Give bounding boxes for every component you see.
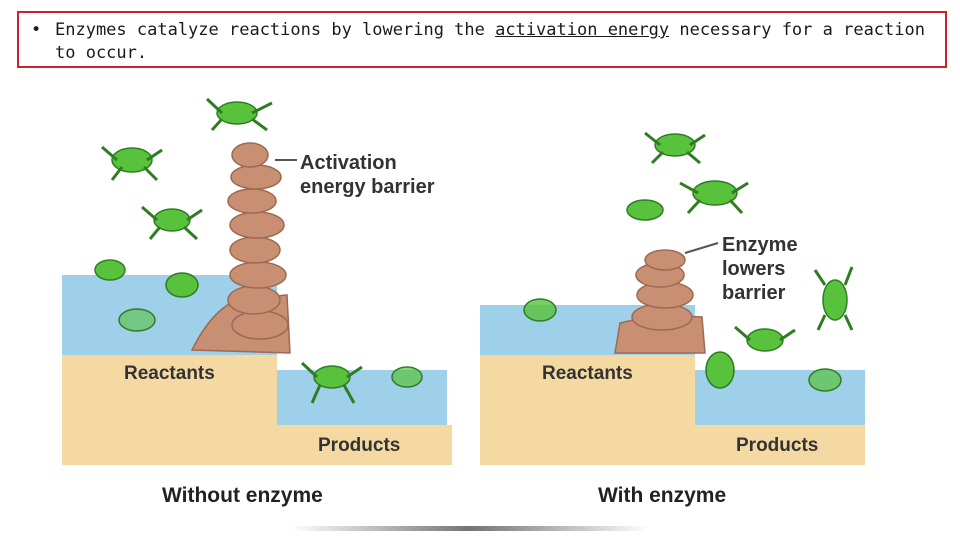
bullet-text-start: Enzymes catalyze reactions by lowering t… xyxy=(55,20,496,40)
enzyme-label-line1: Enzyme xyxy=(722,234,798,256)
activation-label-line1: Activation xyxy=(300,152,397,174)
with-enzyme-panel: Enzyme lowers barrier Reactants Products xyxy=(480,85,870,465)
definition-box: • Enzymes catalyze reactions by lowering… xyxy=(17,11,947,68)
bullet-text: Enzymes catalyze reactions by lowering t… xyxy=(55,19,935,65)
frog-icon xyxy=(523,133,848,392)
bullet-item: • Enzymes catalyze reactions by lowering… xyxy=(31,19,935,65)
reactants-label: Reactants xyxy=(542,363,633,384)
activation-label-line2: energy barrier xyxy=(300,176,435,198)
enzyme-label-line3: barrier xyxy=(722,282,786,304)
enzyme-pointer-line xyxy=(684,242,719,254)
enzyme-label-line2: lowers xyxy=(722,258,785,280)
products-label: Products xyxy=(736,435,818,456)
frog-icon xyxy=(94,101,423,389)
activation-energy-term: activation energy xyxy=(495,20,670,40)
without-enzyme-caption: Without enzyme xyxy=(162,484,323,507)
with-enzyme-caption: With enzyme xyxy=(598,484,727,507)
enzyme-barrier-rocks xyxy=(614,249,706,354)
bullet-text-end: necessary for a reaction to occur. xyxy=(55,20,925,63)
product-ground xyxy=(695,425,865,465)
products-label: Products xyxy=(318,435,400,456)
frog-legs-icon xyxy=(101,97,363,404)
reactants-label: Reactants xyxy=(124,363,215,384)
without-enzyme-panel: Activation energy barrier Reactants Prod… xyxy=(62,85,452,465)
frog-legs-icon xyxy=(644,131,854,342)
bullet-dot: • xyxy=(31,20,42,40)
activation-barrier-rocks xyxy=(190,142,291,354)
product-ground xyxy=(277,425,452,465)
slide-shadow xyxy=(290,526,650,531)
reactant-ground xyxy=(62,355,277,465)
reactant-ground xyxy=(480,355,695,465)
